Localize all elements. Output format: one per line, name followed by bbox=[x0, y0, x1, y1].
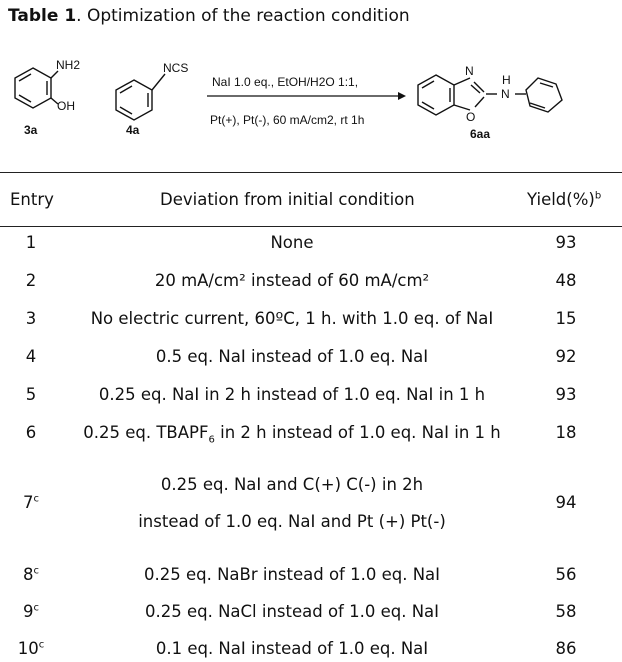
entry-cell: 9c bbox=[0, 602, 62, 621]
yield-cell: 18 bbox=[555, 423, 577, 442]
deviation-cell: No electric current, 60ºC, 1 h. with 1.0… bbox=[90, 309, 494, 328]
deviation-cell-line2: instead of 1.0 eq. NaI and Pt (+) Pt(-) bbox=[138, 512, 446, 531]
deviation-cell: 0.25 eq. NaI in 2 h instead of 1.0 eq. N… bbox=[98, 385, 486, 404]
deviation-cell: 0.25 eq. NaCl instead of 1.0 eq. NaI bbox=[144, 602, 440, 621]
entry-number: 8 bbox=[23, 565, 34, 584]
conditions-top: NaI 1.0 eq., EtOH/H2O 1:1, bbox=[212, 75, 359, 89]
sm1-oh-label: OH bbox=[57, 99, 75, 113]
entry-number: 7 bbox=[23, 493, 34, 512]
deviation-text-post: in 2 h instead of 1.0 eq. NaI in 1 h bbox=[214, 423, 501, 442]
entry-cell: 7c bbox=[0, 493, 62, 512]
yield-cell: 93 bbox=[555, 385, 577, 404]
reaction-structures bbox=[14, 67, 563, 121]
yield-cell: 48 bbox=[555, 271, 577, 290]
product-o-label: O bbox=[466, 110, 476, 124]
yield-cell: 92 bbox=[555, 347, 577, 366]
deviation-cell: 20 mA/cm² instead of 60 mA/cm² bbox=[154, 271, 430, 290]
header-yield-text: Yield(%) bbox=[527, 190, 595, 209]
entry-cell: 6 bbox=[25, 423, 37, 442]
deviation-cell: 0.5 eq. NaI instead of 1.0 eq. NaI bbox=[155, 347, 429, 366]
table-header-rule bbox=[0, 226, 622, 227]
reaction-scheme: NH2 OH 3a NCS 4a NaI 1.0 eq., EtOH/H2O 1… bbox=[0, 44, 622, 164]
deviation-cell: 0.25 eq. TBAPF6 in 2 h instead of 1.0 eq… bbox=[62, 423, 522, 446]
header-entry: Entry bbox=[10, 190, 54, 209]
entry-footnote: c bbox=[33, 602, 40, 614]
header-yield-footnote: b bbox=[594, 190, 602, 202]
deviation-cell: 0.25 eq. NaBr instead of 1.0 eq. NaI bbox=[143, 565, 441, 584]
compound-4a-label: 4a bbox=[126, 123, 140, 137]
deviation-cell-line1: 0.25 eq. NaI and C(+) C(-) in 2h bbox=[160, 475, 424, 494]
entry-footnote: c bbox=[33, 565, 40, 577]
entry-footnote: c bbox=[38, 639, 45, 651]
product-n2-label: N bbox=[501, 87, 510, 101]
entry-cell: 2 bbox=[25, 271, 37, 290]
phenyl-isothiocyanate-structure bbox=[115, 73, 166, 121]
entry-cell: 10c bbox=[0, 639, 62, 658]
entry-number: 9 bbox=[23, 602, 34, 621]
deviation-text-pre: 0.25 eq. TBAPF bbox=[83, 423, 209, 442]
compound-3a-label: 3a bbox=[24, 123, 38, 137]
entry-footnote: c bbox=[33, 493, 40, 505]
yield-cell: 58 bbox=[555, 602, 577, 621]
table-caption: Table 1. Optimization of the reaction co… bbox=[8, 6, 410, 26]
yield-cell: 93 bbox=[555, 233, 577, 252]
yield-cell: 94 bbox=[555, 493, 577, 512]
benzoxazole-product-structure bbox=[417, 74, 563, 116]
entry-cell: 4 bbox=[25, 347, 37, 366]
sm1-nh2-label: NH2 bbox=[56, 58, 81, 72]
product-h-label: H bbox=[502, 73, 511, 87]
deviation-cell: None bbox=[270, 233, 314, 252]
yield-cell: 56 bbox=[555, 565, 577, 584]
entry-cell: 1 bbox=[25, 233, 37, 252]
product-n-label: N bbox=[465, 64, 474, 78]
reaction-arrow bbox=[207, 92, 406, 100]
caption-text: . Optimization of the reaction condition bbox=[76, 6, 410, 26]
compound-6aa-label: 6aa bbox=[470, 127, 491, 141]
table-top-rule bbox=[0, 172, 622, 173]
entry-number: 10 bbox=[17, 639, 39, 658]
caption-label: Table 1 bbox=[8, 6, 77, 26]
yield-cell: 86 bbox=[555, 639, 577, 658]
entry-cell: 5 bbox=[25, 385, 37, 404]
entry-cell: 8c bbox=[0, 565, 62, 584]
header-yield: Yield(%)b bbox=[527, 190, 601, 209]
conditions-bottom: Pt(+), Pt(-), 60 mA/cm2, rt 1h bbox=[210, 113, 365, 127]
header-deviation: Deviation from initial condition bbox=[160, 190, 415, 209]
entry-cell: 3 bbox=[25, 309, 37, 328]
aminophenol-structure bbox=[14, 67, 59, 109]
sm2-ncs-label: NCS bbox=[163, 61, 189, 75]
deviation-cell: 0.1 eq. NaI instead of 1.0 eq. NaI bbox=[155, 639, 429, 658]
yield-cell: 15 bbox=[555, 309, 577, 328]
deviation-subscript: 6 bbox=[208, 434, 215, 446]
